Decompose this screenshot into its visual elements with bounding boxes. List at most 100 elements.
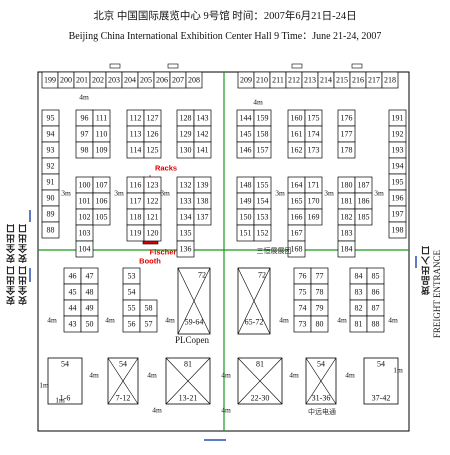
aisle-label-1: 4m: [79, 93, 89, 102]
booth-59-64-diag-b: [177, 267, 211, 335]
booth-37-42: 37-42: [372, 394, 391, 403]
aisle-label-23: 1m: [55, 396, 65, 405]
booth-180: 180: [341, 181, 353, 190]
booth-209: 209: [240, 76, 252, 85]
booth-97: 97: [81, 130, 89, 139]
aisle-label-0: 4m: [253, 98, 263, 107]
booth-47: 47: [86, 272, 94, 281]
booth-168-box: [287, 240, 306, 258]
booth-88: 88: [47, 226, 55, 235]
booth-153: 153: [257, 213, 269, 222]
booth-198: 198: [392, 226, 404, 235]
booth-94: 94: [47, 130, 55, 139]
booth-168: 168: [291, 245, 303, 254]
aisle-label-2: 3m: [61, 189, 71, 198]
booth-88: 88: [372, 320, 380, 329]
booth-129: 129: [180, 130, 192, 139]
booth-117: 117: [130, 197, 142, 206]
booth-104-box: [75, 240, 94, 258]
booth-132: 132: [180, 181, 192, 190]
booth-144: 144: [240, 114, 252, 123]
booth-22-30-top: 81: [256, 360, 264, 369]
booth-122: 122: [147, 197, 159, 206]
booth-43: 43: [69, 320, 77, 329]
booth-100: 100: [79, 181, 91, 190]
booth-109: 109: [96, 146, 108, 155]
booth-135: 135: [180, 229, 192, 238]
booth-109-box: [92, 141, 111, 159]
booth-217: 217: [368, 76, 380, 85]
booth-89: 89: [47, 210, 55, 219]
booth-65-72-diag-b: [237, 267, 271, 335]
booth-102: 102: [79, 213, 91, 222]
booth-73: 73: [299, 320, 307, 329]
booth-106: 106: [96, 197, 108, 206]
aisle-label-8: 4m: [47, 316, 57, 325]
booth-193: 193: [392, 146, 404, 155]
plcopen-label: PLCopen: [175, 335, 210, 345]
booth-74: 74: [299, 304, 307, 313]
booth-101: 101: [79, 197, 91, 206]
booth-79: 79: [316, 304, 324, 313]
aisle-label-6: 3m: [324, 189, 334, 198]
booth-80: 80: [316, 320, 324, 329]
booth-148: 148: [240, 181, 252, 190]
booth-197: 197: [392, 210, 404, 219]
booth-173: 173: [308, 146, 320, 155]
booth-120: 120: [147, 229, 159, 238]
booth-78: 78: [316, 288, 324, 297]
booth-157-box: [253, 141, 272, 159]
booth-93: 93: [47, 146, 55, 155]
booth-158: 158: [257, 130, 269, 139]
booth-208: 208: [188, 76, 200, 85]
booth-112: 112: [130, 114, 142, 123]
booth-155: 155: [257, 181, 269, 190]
door-marker-top-right: [291, 63, 303, 69]
booth-87: 87: [372, 304, 380, 313]
booth-216: 216: [352, 76, 364, 85]
booth-13-21-top: 81: [184, 360, 192, 369]
booth-120-box: [143, 224, 162, 242]
booth-213: 213: [304, 76, 316, 85]
booth-37-42-top: 54: [377, 360, 385, 369]
booth-111: 111: [96, 114, 107, 123]
aisle-label-9: 4m: [105, 316, 115, 325]
booth-151: 151: [240, 229, 252, 238]
booth-84: 84: [355, 272, 363, 281]
booth-13-21-diag-b: [165, 357, 211, 405]
booth-59-64-top: 72: [198, 271, 206, 280]
booth-186: 186: [358, 197, 370, 206]
booth-127: 127: [147, 114, 159, 123]
booth-195: 195: [392, 178, 404, 187]
booth-13-21: 13-21: [179, 394, 198, 403]
booth-174: 174: [308, 130, 320, 139]
booth-125: 125: [147, 146, 159, 155]
booth-81: 81: [355, 320, 363, 329]
aisle-label-10: 4m: [165, 316, 175, 325]
booth-137-box: [193, 208, 212, 226]
aisle-label-11: 4m: [279, 316, 289, 325]
booth-65-72-top: 72: [258, 271, 266, 280]
booth-157: 157: [257, 146, 269, 155]
aisle-label-22: 1m: [393, 366, 403, 375]
booth-105-box: [92, 208, 111, 226]
booth-165: 165: [291, 197, 303, 206]
booth-184: 184: [341, 245, 353, 254]
booth-1-6: 1-6: [60, 394, 71, 403]
booth-126: 126: [147, 130, 159, 139]
booth-207: 207: [172, 76, 184, 85]
booth-169-box: [304, 208, 323, 226]
booth-58: 58: [145, 304, 153, 313]
booth-57: 57: [145, 320, 153, 329]
booth-164: 164: [291, 181, 303, 190]
booth-86: 86: [372, 288, 380, 297]
aisle-label-21: 1m: [39, 381, 49, 390]
booth-208-box: [185, 71, 203, 89]
booth-75: 75: [299, 288, 307, 297]
booth-136-box: [176, 240, 195, 258]
booth-118: 118: [130, 213, 142, 222]
booth-162: 162: [291, 146, 303, 155]
booth-161: 161: [291, 130, 303, 139]
booth-88-box: [41, 221, 60, 239]
